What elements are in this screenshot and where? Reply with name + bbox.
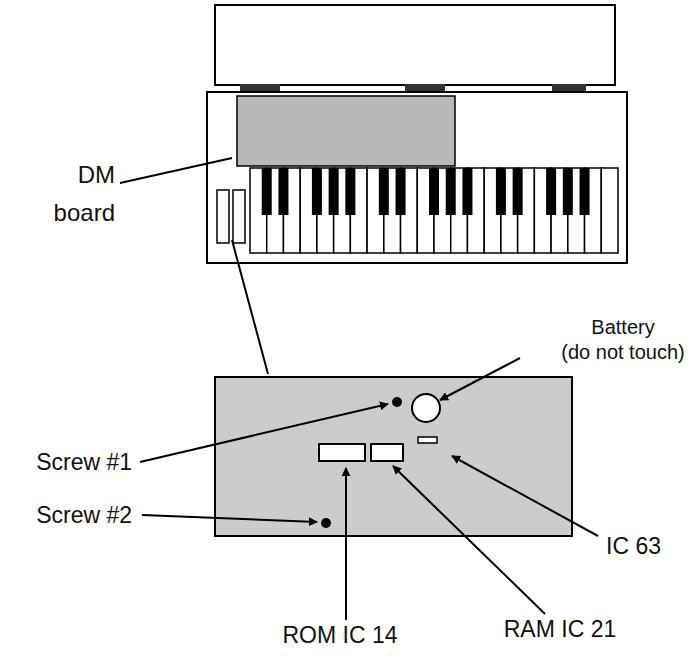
ram-chip [371, 444, 403, 461]
music-rest [215, 5, 615, 85]
black-key [396, 168, 406, 215]
part-label: Battery (do not touch) [561, 315, 684, 365]
black-key [563, 168, 573, 215]
black-key [278, 168, 288, 215]
rom-chip [319, 444, 365, 461]
ic-chip [418, 437, 437, 443]
black-key [379, 168, 389, 215]
leader-line [232, 240, 268, 374]
leader-arrow [440, 358, 520, 400]
black-key [462, 168, 472, 215]
battery [412, 394, 440, 422]
black-key [513, 168, 523, 215]
black-key [546, 168, 556, 215]
black-key [580, 168, 590, 215]
leader-arrow [345, 468, 347, 620]
black-key [496, 168, 506, 215]
screw [392, 397, 402, 407]
white-key [601, 168, 618, 253]
slot [217, 190, 229, 243]
keys [250, 168, 618, 253]
black-key [429, 168, 439, 215]
part-label: Screw #1 [36, 449, 132, 477]
part-label: RAM IC 21 [504, 616, 616, 644]
dm-board-location [237, 96, 455, 166]
part-label: Screw #2 [36, 502, 132, 530]
rest-pad [240, 84, 280, 92]
keyboard-body [207, 92, 627, 263]
black-key [345, 168, 355, 215]
black-key [329, 168, 339, 215]
screw [321, 518, 331, 528]
slot [233, 190, 245, 243]
leader-arrow [140, 404, 388, 462]
black-key [262, 168, 272, 215]
board-label: DM board [54, 156, 115, 233]
black-key [446, 168, 456, 215]
part-label: IC 63 [606, 533, 661, 561]
rest-pad [552, 84, 586, 92]
leader-arrow [393, 466, 545, 614]
leader-arrow [142, 515, 317, 522]
dm-board [215, 377, 572, 536]
leader-arrow [452, 456, 598, 536]
black-key [312, 168, 322, 215]
rest-pad [405, 84, 445, 92]
part-label: ROM IC 14 [282, 622, 397, 650]
leader-line [120, 158, 232, 183]
